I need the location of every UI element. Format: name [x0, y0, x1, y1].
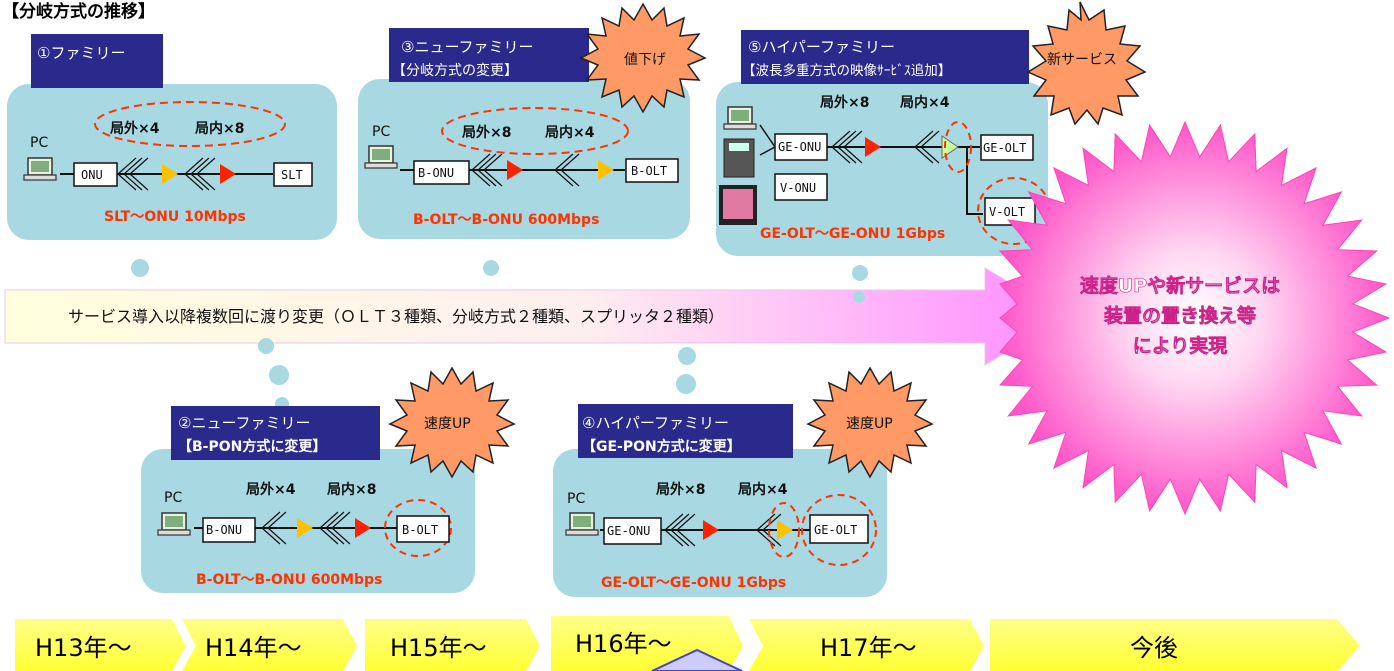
- pc-icon: [157, 512, 191, 536]
- svg-text:局内×4: 局内×4: [545, 124, 595, 141]
- svg-text:局内×8: 局内×8: [195, 120, 244, 137]
- svg-text:H13年〜: H13年〜: [35, 634, 132, 662]
- svg-text:B-ONU: B-ONU: [418, 166, 454, 180]
- svg-text:GE-OLT: GE-OLT: [814, 523, 857, 537]
- summary-line-2: 装置の置き換え等: [1103, 304, 1256, 327]
- burst-speed-up: [388, 366, 516, 479]
- summary-line-3: により実現: [1133, 334, 1228, 357]
- svg-text:B-OLT〜B-ONU 600Mbps: B-OLT〜B-ONU 600Mbps: [413, 212, 599, 228]
- panel-hyper-family-gepon: ④ハイパーファミリー 【GE-PON方式に変更】 局外×8 局内×4 PC GE…: [553, 366, 934, 597]
- svg-text:【分岐方式の変更】: 【分岐方式の変更】: [392, 62, 518, 79]
- svg-text:ONU: ONU: [81, 168, 103, 182]
- panel-label: [171, 406, 380, 460]
- panel-hyper-family-video: ⑤ハイパーファミリー 【波長多重方式の映像ｻｰﾋﾞｽ追加】 局外×8 局内×4 …: [716, 1, 1147, 256]
- svg-text:局内×8: 局内×8: [327, 481, 376, 498]
- burst-speed-up: [806, 366, 934, 479]
- svg-text:B-OLT: B-OLT: [402, 523, 438, 537]
- svg-text:H14年〜: H14年〜: [205, 634, 302, 662]
- panel-family: ①ファミリー 局外×4 局内×8 PC ONU SLT SLT〜ONU 10Mb…: [7, 34, 337, 240]
- split-highlight: [94, 101, 286, 147]
- split-highlight: [944, 121, 972, 173]
- panel-label: [389, 28, 589, 82]
- timeline-h13: H13年〜: [15, 619, 186, 671]
- svg-text:⑤ハイパーファミリー: ⑤ハイパーファミリー: [748, 38, 895, 56]
- svg-text:SLT: SLT: [281, 168, 303, 182]
- arrow-text: サービス導入以降複数回に渡り変更（ＯＬＴ３種類、分岐方式２種類、スプリッタ２種類…: [68, 307, 724, 326]
- pc-icon: [364, 145, 398, 169]
- split-highlight: [441, 107, 629, 155]
- timeline-h15: H15年〜: [365, 619, 540, 671]
- burst-new-service: [1026, 1, 1147, 126]
- svg-text:GE-ONU: GE-ONU: [778, 140, 821, 154]
- svg-text:速度UP: 速度UP: [846, 416, 893, 432]
- burst-price-down: [579, 2, 707, 114]
- svg-text:①ファミリー: ①ファミリー: [37, 44, 125, 62]
- svg-text:H15年〜: H15年〜: [390, 634, 487, 662]
- svg-text:B-OLT〜B-ONU 600Mbps: B-OLT〜B-ONU 600Mbps: [196, 572, 382, 588]
- svg-text:GE-OLT: GE-OLT: [983, 141, 1026, 155]
- summary-starburst: 速度UPや新サービスは 装置の置き換え等 により実現: [998, 120, 1391, 516]
- svg-text:GE-ONU: GE-ONU: [607, 524, 650, 538]
- svg-text:③ニューファミリー: ③ニューファミリー: [401, 38, 534, 56]
- svg-text:GE-OLT〜GE-ONU 1Gbps: GE-OLT〜GE-ONU 1Gbps: [760, 226, 945, 242]
- svg-text:速度UP: 速度UP: [424, 416, 471, 432]
- thought-bubbles: [131, 259, 868, 411]
- svg-text:局外×8: 局外×8: [820, 94, 869, 111]
- svg-text:V-ONU: V-ONU: [780, 181, 816, 195]
- svg-text:値下げ: 値下げ: [624, 52, 666, 68]
- current-marker: [651, 648, 743, 671]
- svg-text:B-ONU: B-ONU: [206, 523, 242, 537]
- svg-text:【GE-PON方式に変更】: 【GE-PON方式に変更】: [582, 438, 741, 455]
- timeline-h17: H17年〜: [749, 619, 984, 671]
- svg-text:PC: PC: [30, 135, 48, 151]
- svg-text:V-OLT: V-OLT: [989, 205, 1025, 219]
- olt-highlight: [801, 494, 877, 566]
- timeline-h14: H14年〜: [182, 619, 357, 671]
- pc-icon: [723, 106, 757, 130]
- svg-text:B-OLT: B-OLT: [631, 164, 667, 178]
- panel-new-family-split: ③ニューファミリー 【分岐方式の変更】 局外×8 局内×4 PC B-ONU B…: [358, 2, 707, 239]
- panel-new-family-bpon: ②ニューファミリー 【B-PON方式に変更】 局外×4 局内×8 PC B-ON…: [141, 366, 516, 593]
- svg-text:SLT〜ONU 10Mbps: SLT〜ONU 10Mbps: [104, 209, 246, 225]
- timeline-future: 今後: [990, 619, 1360, 671]
- pc-icon: [565, 512, 599, 536]
- svg-text:H17年〜: H17年〜: [820, 634, 917, 662]
- svg-text:局外×4: 局外×4: [246, 481, 296, 498]
- panel-label: [31, 34, 163, 88]
- panel-label: [741, 30, 1029, 84]
- progress-arrow: サービス導入以降複数回に渡り変更（ＯＬＴ３種類、分岐方式２種類、スプリッタ２種類…: [4, 267, 1066, 366]
- svg-text:局外×4: 局外×4: [110, 120, 160, 137]
- page-title: 【分岐方式の推移】: [2, 1, 155, 22]
- svg-text:局外×8: 局外×8: [656, 481, 705, 498]
- svg-text:【波長多重方式の映像ｻｰﾋﾞｽ追加】: 【波長多重方式の映像ｻｰﾋﾞｽ追加】: [742, 62, 951, 79]
- svg-text:新サービス: 新サービス: [1047, 52, 1117, 68]
- splitter-highlight: [768, 502, 800, 558]
- svg-text:今後: 今後: [1130, 634, 1178, 662]
- svg-text:【B-PON方式に変更】: 【B-PON方式に変更】: [178, 438, 326, 455]
- olt-highlight: [384, 499, 452, 557]
- svg-text:局内×4: 局内×4: [900, 94, 950, 111]
- svg-text:④ハイパーファミリー: ④ハイパーファミリー: [582, 414, 729, 432]
- panel-label: [578, 404, 793, 458]
- svg-text:PC: PC: [164, 490, 182, 506]
- svg-text:H16年〜: H16年〜: [575, 630, 672, 658]
- summary-line-1: 速度UPや新サービスは: [1080, 274, 1280, 297]
- svg-text:PC: PC: [372, 124, 390, 140]
- svg-text:PC: PC: [567, 491, 585, 507]
- timeline: H13年〜 H14年〜 H15年〜 H16年〜 H17年〜 今後: [15, 616, 1360, 671]
- svg-text:局内×4: 局内×4: [738, 481, 788, 498]
- svg-text:②ニューファミリー: ②ニューファミリー: [178, 414, 311, 432]
- svg-text:GE-OLT〜GE-ONU 1Gbps: GE-OLT〜GE-ONU 1Gbps: [601, 575, 786, 591]
- svg-text:局外×8: 局外×8: [462, 124, 511, 141]
- pc-icon: [23, 157, 57, 181]
